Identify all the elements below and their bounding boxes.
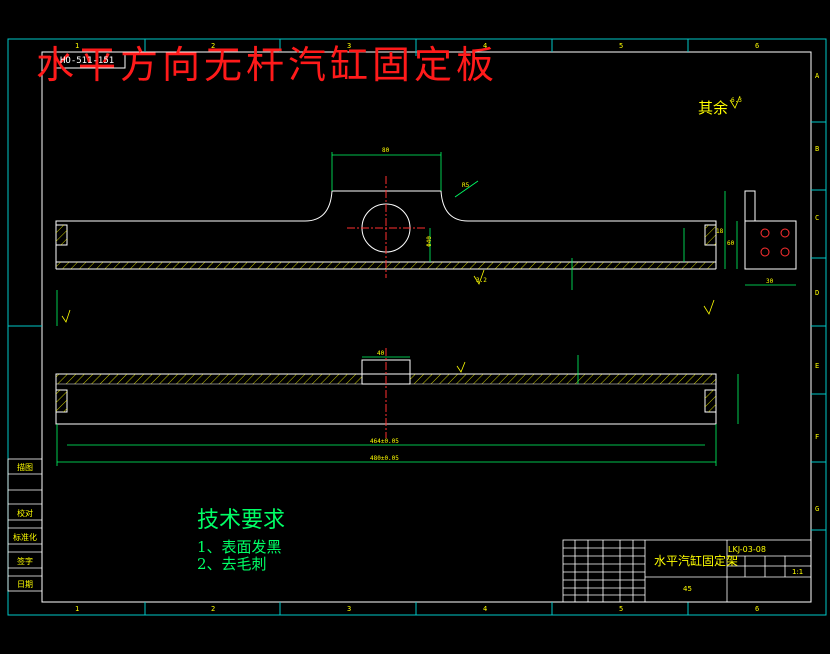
scale: 1:1	[792, 568, 804, 576]
bottom-left-hatch	[56, 390, 67, 412]
side-label-4: 日期	[17, 580, 33, 589]
grid-top-3: 3	[347, 42, 352, 50]
bottom-hatch-right	[409, 373, 717, 385]
grid-top-6: 6	[755, 42, 760, 50]
side-label-table	[7, 458, 43, 592]
side-label-2: 标准化	[13, 533, 37, 542]
side-label-3: 签字	[17, 557, 33, 566]
dim-right-width: 30	[766, 278, 774, 285]
material: 45	[683, 585, 692, 593]
outer-frame	[7, 38, 827, 616]
grid-top-2: 2	[211, 42, 216, 50]
bottom-right-hatch	[705, 390, 716, 412]
grid-side-b: B	[815, 145, 820, 153]
grid-side-e: E	[815, 362, 820, 370]
side-holes	[760, 228, 790, 257]
grid-top-1: 1	[75, 42, 80, 50]
dim-right-height: 60	[727, 240, 735, 247]
grid-top-4: 4	[483, 42, 488, 50]
tech-item-2: 2、去毛刺	[197, 555, 267, 573]
drawing-code: HO-511-151	[60, 56, 115, 66]
grid-bot-6: 6	[755, 605, 760, 613]
inner-frame	[41, 51, 812, 603]
grid-side-f: F	[815, 433, 820, 441]
roughness-symbols	[61, 95, 741, 373]
dim-hole: Φ40	[425, 236, 433, 247]
dim-roughness-small: 3.2	[476, 277, 487, 284]
dim-roughness-value: 6.3	[731, 97, 742, 104]
top-left-hatch	[56, 225, 67, 245]
title-overlay: 水平方向无杆汽缸固定板	[36, 43, 499, 87]
dim-top-width: 80	[382, 147, 390, 154]
dim-bottom-width: 40	[377, 350, 385, 357]
grid-bot-3: 3	[347, 605, 352, 613]
drawing-number: LKJ-03-08	[728, 545, 766, 554]
tech-item-1: 1、表面发黑	[197, 538, 282, 556]
grid-bot-4: 4	[483, 605, 488, 613]
side-view	[744, 190, 797, 270]
grid-side-c: C	[815, 214, 820, 222]
grid-top-5: 5	[619, 42, 624, 50]
dim-side-thk: 18	[716, 228, 724, 235]
grid-side-a: A	[815, 72, 820, 80]
title-block	[562, 539, 812, 603]
side-label-1: 校对	[17, 509, 33, 518]
tech-requirements-heading: 技术要求	[197, 508, 286, 533]
part-name: 水平汽缸固定架	[654, 554, 739, 568]
dim-overall-inner: 464±0.05	[370, 438, 399, 445]
grid-side-d: D	[815, 289, 820, 297]
drawing-code-box	[54, 51, 126, 69]
grid-side-g: G	[815, 505, 820, 513]
side-label-0: 描图	[17, 463, 33, 472]
grid-bot-5: 5	[619, 605, 624, 613]
bottom-hatch-left	[55, 373, 363, 385]
dim-radius: R5	[462, 182, 470, 189]
grid-bot-2: 2	[211, 605, 216, 613]
dim-overall-length: 480±0.05	[370, 455, 399, 462]
grid-bot-1: 1	[75, 605, 80, 613]
top-right-hatch	[705, 225, 716, 245]
roughness-note: 其余	[698, 99, 729, 117]
